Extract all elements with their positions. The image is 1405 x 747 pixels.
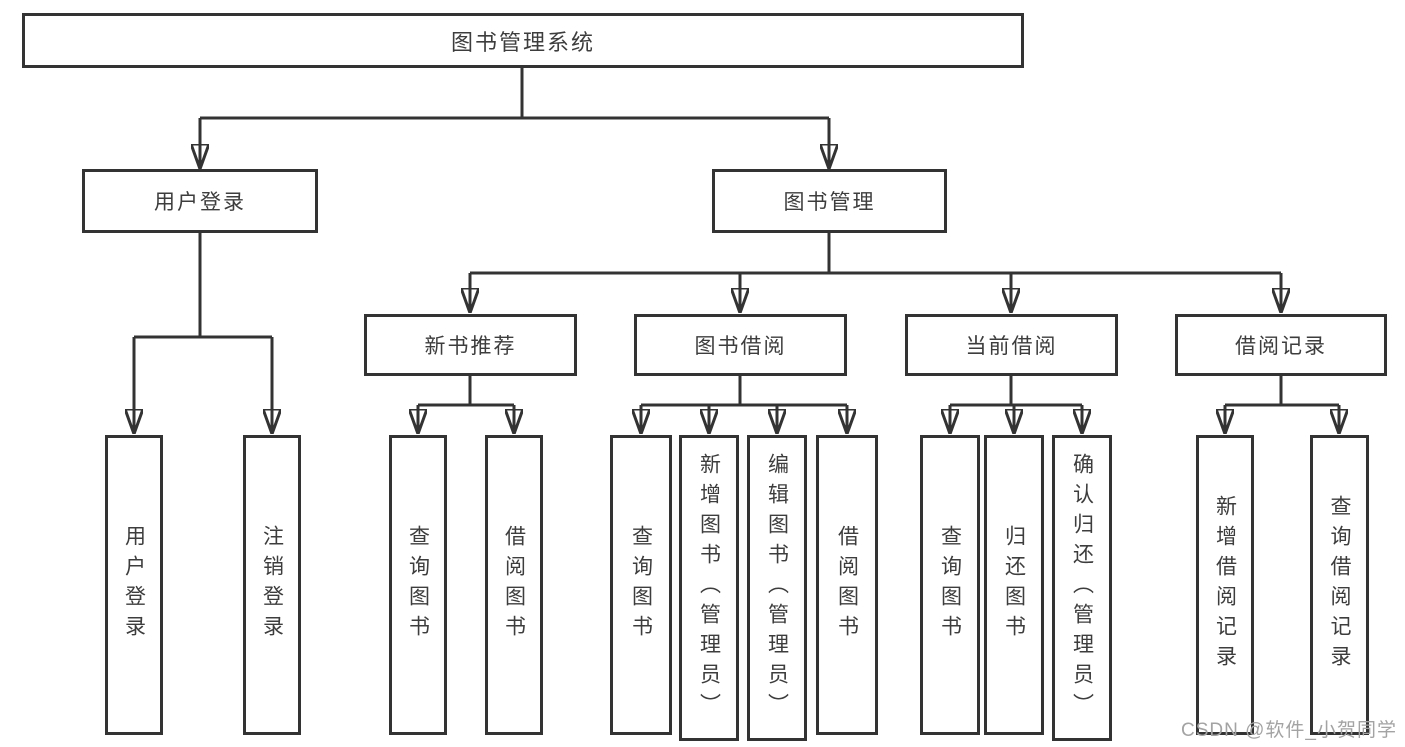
- leaf-query-book-under-new-rec-label: 查询图书: [406, 525, 430, 645]
- leaf-user-login-label: 用户登录: [122, 525, 146, 645]
- node-book-borrow: 图书借阅: [634, 314, 847, 376]
- connector-book-mgmt-children: [470, 233, 1281, 312]
- connector-borrow-records-children: [1225, 376, 1339, 433]
- leaf-query-book-under-new-rec: 查询图书: [389, 435, 447, 735]
- leaf-query-book-under-current: 查询图书: [920, 435, 980, 735]
- leaf-query-book-under-borrow-label: 查询图书: [629, 525, 653, 645]
- leaf-return-book-label: 归还图书: [1002, 525, 1026, 645]
- node-book-mgmt: 图书管理: [712, 169, 947, 233]
- leaf-logout-label: 注销登录: [260, 525, 284, 645]
- node-book-borrow-label: 图书借阅: [694, 335, 787, 358]
- node-book-mgmt-label: 图书管理: [783, 191, 876, 214]
- leaf-edit-book-admin-label: 编辑图书（管理员）: [765, 453, 789, 723]
- leaf-query-borrow-record-label: 查询借阅记录: [1328, 495, 1351, 675]
- leaf-return-book: 归还图书: [984, 435, 1044, 735]
- leaf-borrow-book-under-new-rec-label: 借阅图书: [502, 525, 526, 645]
- node-new-book-rec-label: 新书推荐: [424, 335, 517, 358]
- connector-new-book-rec-children: [418, 376, 514, 433]
- connector-current-borrow-children: [950, 376, 1082, 433]
- leaf-borrow-book-label: 借阅图书: [835, 525, 859, 645]
- node-new-book-rec: 新书推荐: [364, 314, 577, 376]
- leaf-add-borrow-record-label: 新增借阅记录: [1213, 495, 1237, 675]
- node-root: 图书管理系统: [22, 13, 1024, 68]
- leaf-user-login: 用户登录: [105, 435, 163, 735]
- leaf-add-borrow-record: 新增借阅记录: [1196, 435, 1254, 735]
- node-user-login-label: 用户登录: [154, 191, 246, 214]
- leaf-add-book-admin: 新增图书（管理员）: [679, 435, 739, 741]
- node-borrow-records-label: 借阅记录: [1235, 335, 1327, 358]
- node-borrow-records: 借阅记录: [1175, 314, 1387, 376]
- node-current-borrow: 当前借阅: [905, 314, 1118, 376]
- connector-user-login-children: [134, 233, 272, 433]
- leaf-query-book-under-borrow: 查询图书: [610, 435, 672, 735]
- leaf-add-book-admin-label: 新增图书（管理员）: [697, 453, 721, 723]
- node-current-borrow-label: 当前借阅: [965, 335, 1058, 358]
- connector-root-to-level2: [200, 68, 829, 168]
- leaf-confirm-return-admin-label: 确认归还（管理员）: [1070, 453, 1094, 723]
- leaf-confirm-return-admin: 确认归还（管理员）: [1052, 435, 1112, 741]
- leaf-logout: 注销登录: [243, 435, 301, 735]
- node-root-label: 图书管理系统: [450, 29, 595, 55]
- leaf-edit-book-admin: 编辑图书（管理员）: [747, 435, 807, 741]
- leaf-query-borrow-record: 查询借阅记录: [1310, 435, 1369, 735]
- leaf-borrow-book-under-new-rec: 借阅图书: [485, 435, 543, 735]
- node-user-login: 用户登录: [82, 169, 318, 233]
- csdn-watermark: CSDN @软件_小贺同学: [1181, 720, 1397, 741]
- leaf-borrow-book: 借阅图书: [816, 435, 878, 735]
- leaf-query-book-under-current-label: 查询图书: [938, 525, 962, 645]
- connector-book-borrow-children: [641, 376, 847, 433]
